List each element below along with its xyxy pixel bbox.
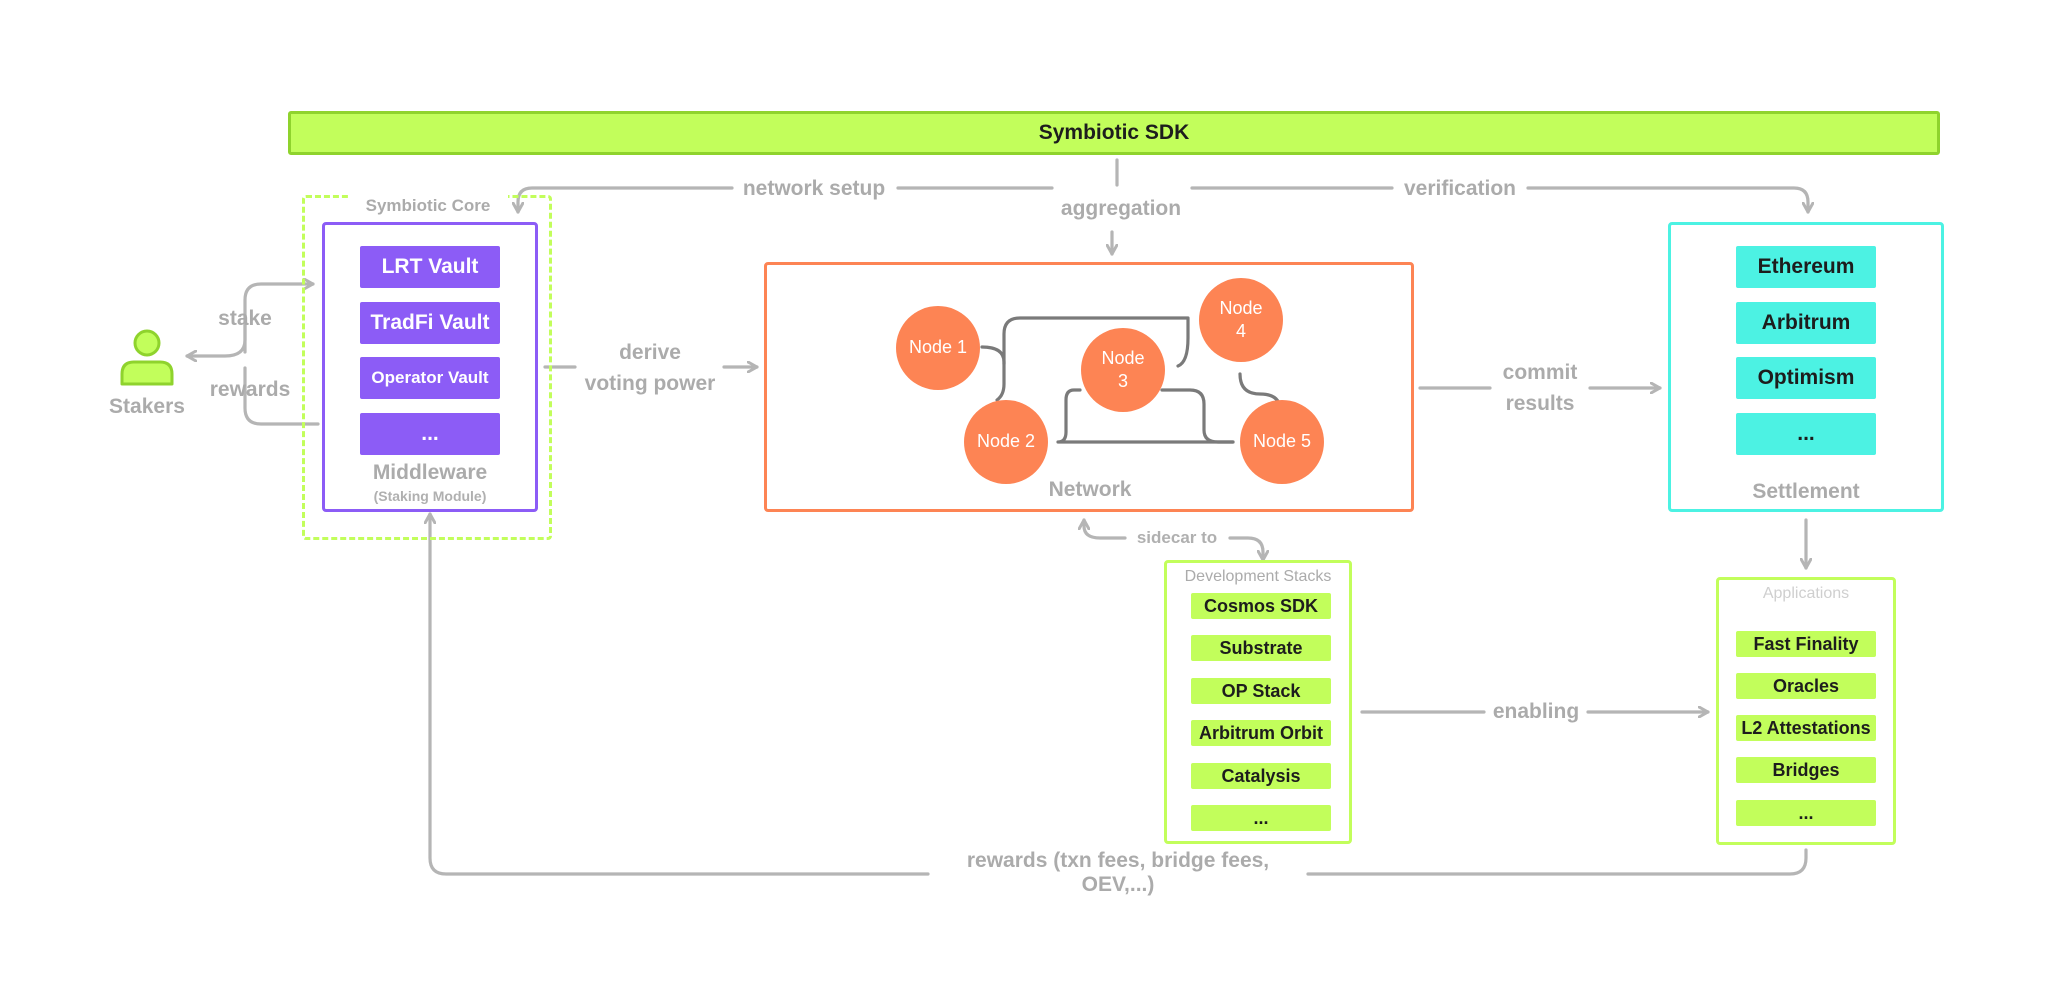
middleware-label: Middleware xyxy=(372,461,488,484)
applications-title: Applications xyxy=(1762,585,1850,602)
voting-power-label: voting power xyxy=(584,372,716,395)
settlement-label: Settlement xyxy=(1752,480,1860,503)
bottom-rewards-label: rewards (txn fees, bridge fees, OEV,...) xyxy=(966,849,1270,896)
node-2: Node 2 xyxy=(964,400,1048,484)
results-label: results xyxy=(1505,392,1575,415)
chain-arbitrum: Arbitrum xyxy=(1736,302,1876,344)
derive-label: derive xyxy=(619,341,681,364)
bottom-rewards-arrow-right xyxy=(1306,848,1808,876)
stack-cosmos-sdk: Cosmos SDK xyxy=(1191,593,1331,619)
vault-tradfi: TradFi Vault xyxy=(360,302,500,344)
vault-operator: Operator Vault xyxy=(360,357,500,399)
rewards-line xyxy=(243,366,320,426)
network-setup-label: network setup xyxy=(742,177,886,200)
stake-arrow xyxy=(243,284,315,354)
symbiotic-sdk-bar: Symbiotic SDK xyxy=(288,111,1940,155)
stack-arbitrum-orbit: Arbitrum Orbit xyxy=(1191,720,1331,746)
stack-substrate: Substrate xyxy=(1191,635,1331,661)
enabling-label: enabling xyxy=(1492,700,1580,723)
chain-ethereum: Ethereum xyxy=(1736,246,1876,288)
chain-more: ... xyxy=(1736,413,1876,455)
network-setup-arrow xyxy=(518,186,1054,212)
settlement-box xyxy=(1668,222,1944,512)
stake-label: stake xyxy=(218,307,272,330)
sidecar-arrow-left xyxy=(1084,518,1127,540)
stack-catalysis: Catalysis xyxy=(1191,763,1331,789)
aggregation-label: aggregation xyxy=(1060,197,1182,220)
app-fast-finality: Fast Finality xyxy=(1736,631,1876,657)
vault-lrt: LRT Vault xyxy=(360,246,500,288)
stakers-label: Stakers xyxy=(109,395,185,418)
node-5: Node 5 xyxy=(1240,400,1324,484)
bottom-rewards-arrow-left xyxy=(430,512,930,876)
commit-label: commit xyxy=(1502,361,1578,384)
stack-op-stack: OP Stack xyxy=(1191,678,1331,704)
app-l2-attestations: L2 Attestations xyxy=(1736,715,1876,741)
development-stacks-title: Development Stacks xyxy=(1184,568,1332,585)
node-1: Node 1 xyxy=(896,306,980,390)
symbiotic-core-title: Symbiotic Core xyxy=(348,195,508,217)
applications-box xyxy=(1716,577,1896,845)
user-icon xyxy=(118,326,176,388)
stack-more: ... xyxy=(1191,805,1331,831)
sidecar-arrow-right xyxy=(1228,536,1263,562)
app-bridges: Bridges xyxy=(1736,757,1876,783)
network-label: Network xyxy=(1048,478,1132,501)
vault-more: ... xyxy=(360,413,500,455)
app-oracles: Oracles xyxy=(1736,673,1876,699)
rewards-label: rewards xyxy=(209,378,291,401)
middleware-box xyxy=(322,222,538,512)
app-more: ... xyxy=(1736,800,1876,826)
sidecar-to-label: sidecar to xyxy=(1136,528,1218,547)
development-stacks-box xyxy=(1164,560,1352,844)
verification-label: verification xyxy=(1403,177,1517,200)
chain-optimism: Optimism xyxy=(1736,357,1876,399)
middleware-sublabel: (Staking Module) xyxy=(373,488,487,504)
stake-rewards-arrow xyxy=(185,313,247,356)
network-box xyxy=(764,262,1414,512)
verification-arrow xyxy=(1190,186,1808,212)
